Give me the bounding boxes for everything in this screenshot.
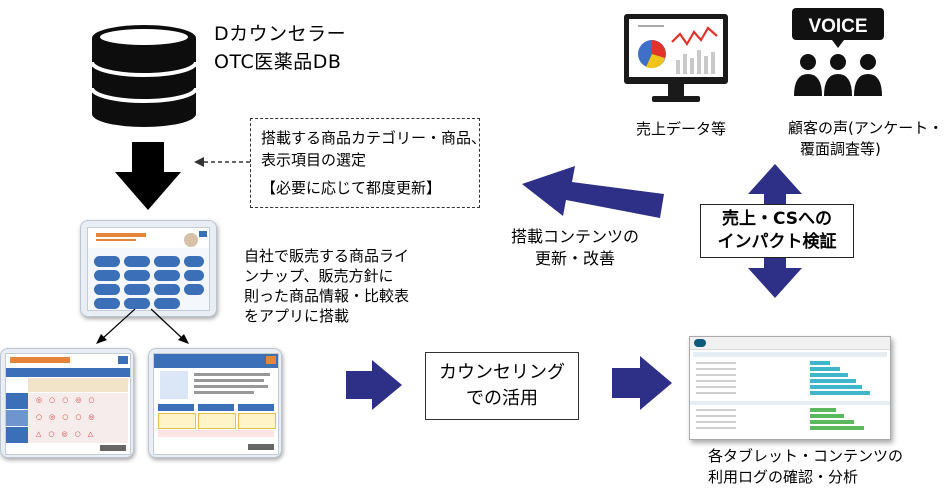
- app-note-line1: 自社で販売する商品ライ: [244, 247, 410, 265]
- database-line2: OTC医薬品DB: [214, 51, 342, 73]
- dashed-left-arrow-icon: [194, 157, 252, 167]
- voice-icon: VOICE: [792, 8, 884, 96]
- counseling-box: カウンセリング での活用: [425, 352, 579, 420]
- tablet-comparison-screen: ◎ ○ ○ ◎ ○ ○ ◎ ○ ○ ◎ △ ○ ◎ ○ △: [5, 353, 131, 455]
- voice-label: 顧客の声(アンケート・ 覆面調査等): [788, 118, 943, 160]
- tablet-detail-screen: [153, 353, 279, 455]
- selection-line1: 搭載する商品カテゴリー・商品、: [261, 129, 487, 147]
- log-line1: 各タブレット・コンテンツの: [708, 447, 904, 465]
- app-note-line3: 則った商品情報・比較表: [244, 287, 410, 305]
- log-dashboard: [689, 336, 891, 440]
- counseling-line1: カウンセリング: [439, 362, 565, 383]
- voice-line1: 顧客の声(アンケート・: [788, 119, 944, 137]
- right-arrow-icon-2: [612, 356, 672, 410]
- counseling-line2: での活用: [466, 388, 538, 409]
- database-title: Dカウンセラー OTC医薬品DB: [214, 20, 346, 76]
- tablet-main: [80, 220, 217, 317]
- selection-line3: 【必要に応じて都度更新】: [261, 179, 442, 197]
- split-arrows-icon: [96, 308, 189, 344]
- update-label: 搭載コンテンツの 更新・改善: [500, 226, 650, 270]
- selection-line2: 表示項目の選定: [261, 151, 367, 169]
- impact-box: 売上・CSへの インパクト検証: [700, 204, 854, 258]
- tablet-detail: [148, 348, 282, 458]
- log-label: 各タブレット・コンテンツの 利用ログの確認・分析: [708, 446, 903, 488]
- app-note-line4: をアプリに搭載: [244, 307, 350, 325]
- impact-line2: インパクト検証: [717, 232, 837, 252]
- right-arrow-icon-1: [346, 360, 402, 410]
- down-arrow-icon: [115, 142, 181, 210]
- tablet-main-screen: [87, 227, 210, 311]
- log-bars: [690, 361, 890, 430]
- sales-label: 売上データ等: [636, 120, 727, 138]
- app-note-line2: ンナップ、販売方針に: [244, 267, 394, 285]
- database-icon: [90, 25, 198, 127]
- log-line2: 利用ログの確認・分析: [708, 468, 859, 486]
- update-line2: 更新・改善: [534, 249, 615, 268]
- voice-icon-text: VOICE: [808, 16, 867, 37]
- feedback-arrow-icon: [522, 166, 664, 218]
- impact-line1: 売上・CSへの: [721, 209, 833, 229]
- tablet-comparison: ◎ ○ ○ ◎ ○ ○ ◎ ○ ○ ◎ △ ○ ◎ ○ △: [0, 348, 134, 458]
- database-line1: Dカウンセラー: [214, 23, 347, 45]
- app-note: 自社で販売する商品ライ ンナップ、販売方針に 則った商品情報・比較表 をアプリに…: [244, 246, 409, 326]
- voice-line2: 覆面調査等): [800, 140, 881, 158]
- selection-box: 搭載する商品カテゴリー・商品、 表示項目の選定 【必要に応じて都度更新】: [250, 118, 486, 208]
- monitor-chart-icon: [624, 14, 728, 102]
- update-line1: 搭載コンテンツの: [510, 227, 639, 246]
